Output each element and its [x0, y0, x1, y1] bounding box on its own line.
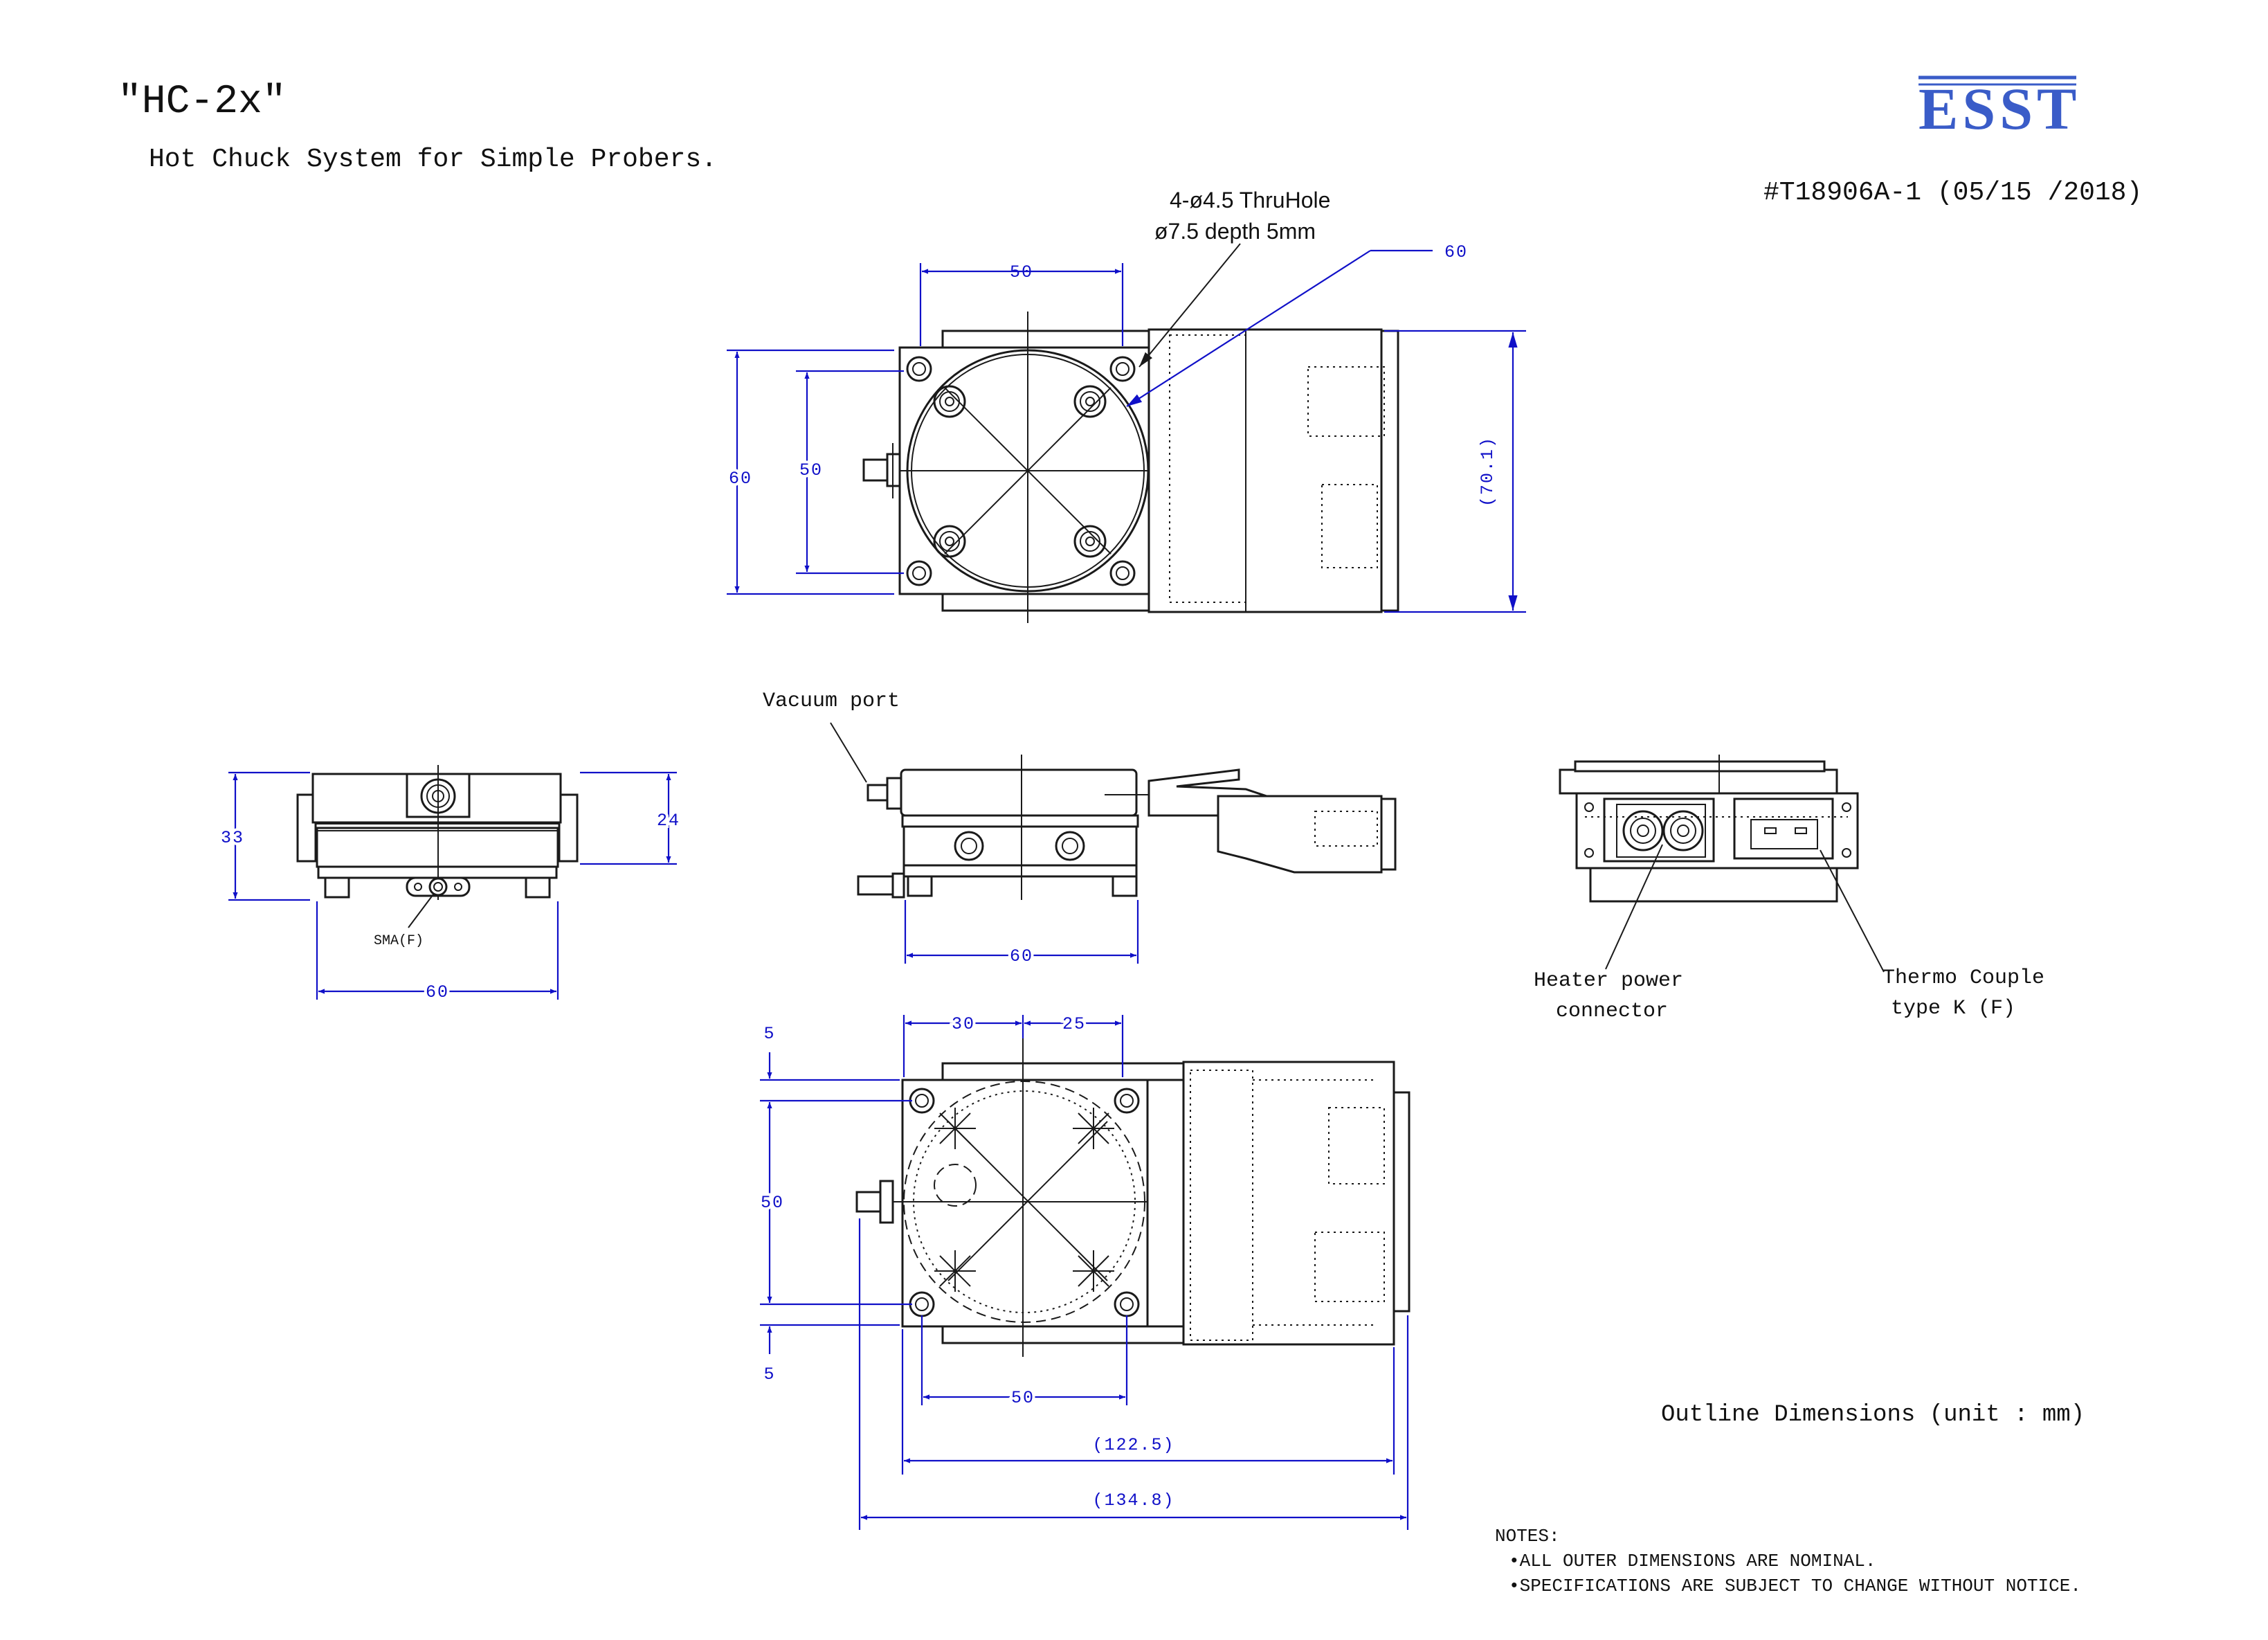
- note-item-1: •ALL OUTER DIMENSIONS ARE NOMINAL.: [1509, 1551, 1876, 1571]
- bottom-dim-50: 50: [1011, 1388, 1035, 1408]
- top-view: 50 60 50 (70.1) 4-ø4.5 ThruHole ø7.5 dep…: [726, 188, 1526, 623]
- bottom-dim-5-bottom: 5: [763, 1364, 775, 1385]
- drawing-subtitle: Hot Chuck System for Simple Probers.: [149, 145, 717, 174]
- top-dim-60-height: 60: [729, 469, 752, 489]
- vacuum-port-label: Vacuum port: [763, 690, 900, 713]
- bottom-dim-25: 25: [1062, 1014, 1086, 1034]
- note-item-2: •SPECIFICATIONS ARE SUBJECT TO CHANGE WI…: [1509, 1576, 2081, 1596]
- bottom-dim-5-top: 5: [763, 1024, 775, 1044]
- top-dim-50-height: 50: [799, 460, 823, 480]
- rear-view: Heater power connector Thermo Couple typ…: [1534, 755, 2044, 1023]
- document-number: #T18906A-1 (05/15 /2018): [1763, 178, 2142, 208]
- side-dim-60: 60: [1010, 946, 1033, 966]
- thermo-label-line1: Thermo Couple: [1883, 966, 2044, 990]
- sma-label: SMA(F): [374, 933, 424, 949]
- front-dim-60: 60: [426, 982, 449, 1002]
- thermo-label-line2: type K (F): [1891, 997, 2015, 1020]
- bottom-view: 30 25 5 50 5 50 (122.5) (134.8): [758, 1011, 1410, 1530]
- bottom-dim-134-8: (134.8): [1092, 1490, 1174, 1511]
- esst-logo: ESST: [1918, 75, 2080, 142]
- front-dim-33: 33: [221, 828, 244, 848]
- heater-label-line1: Heater power: [1534, 969, 1683, 993]
- side-view: Vacuum port 60: [763, 690, 1397, 969]
- hole-callout-line2: ø7.5 depth 5mm: [1154, 219, 1316, 244]
- bottom-dim-50-side: 50: [761, 1193, 784, 1213]
- front-view: SMA(F) 33 24 60: [218, 765, 682, 1005]
- top-dim-70-1: (70.1): [1478, 436, 1498, 507]
- notes-heading: NOTES:: [1495, 1526, 1560, 1547]
- bottom-dim-122-5: (122.5): [1092, 1435, 1174, 1455]
- logo-text: ESST: [1918, 75, 2080, 142]
- drawing-title: "HC-2x": [118, 80, 287, 125]
- top-dim-50-width: 50: [1010, 262, 1033, 282]
- front-dim-24: 24: [657, 811, 680, 831]
- outline-dimensions-caption: Outline Dimensions (unit : mm): [1661, 1402, 2085, 1428]
- heater-label-line2: connector: [1556, 1000, 1668, 1023]
- bottom-dim-30: 30: [952, 1014, 975, 1034]
- hole-callout-line1: 4-ø4.5 ThruHole: [1170, 188, 1330, 213]
- callout-60: 60: [1444, 242, 1468, 262]
